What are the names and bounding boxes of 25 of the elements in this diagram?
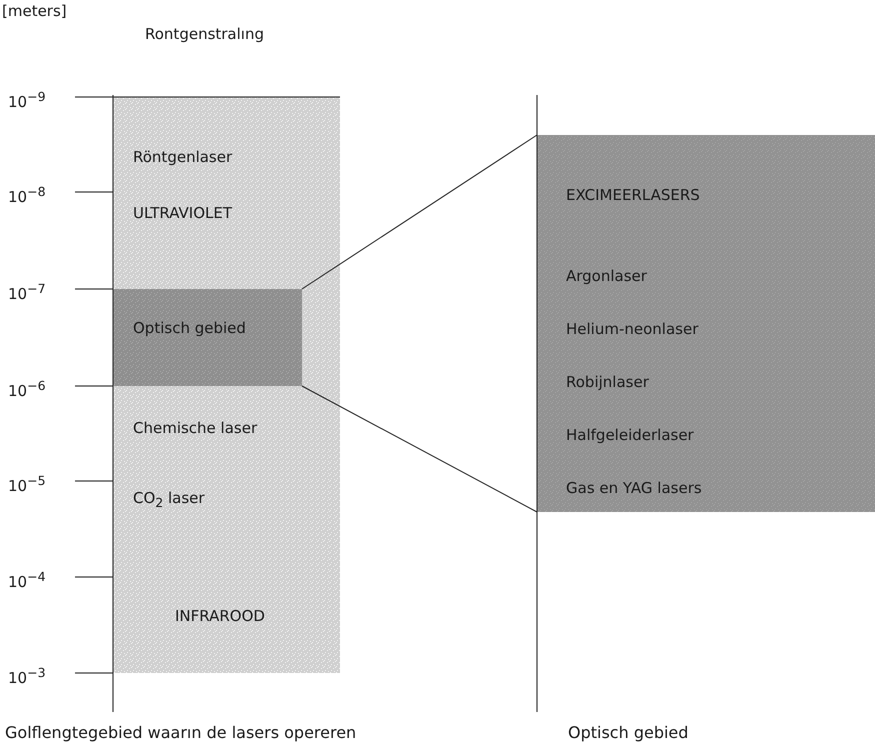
band-label: Röntgenlaser: [133, 148, 232, 166]
laser-type-label: Helium-neonlaser: [566, 320, 698, 338]
laser-type-label: EXCIMEERLASERS: [566, 186, 700, 204]
zoom-line: [302, 386, 538, 512]
zoom-line: [302, 134, 538, 290]
unit-label: [meters]: [2, 2, 67, 20]
laser-type-label: Gas en YAG lasers: [566, 479, 702, 497]
tick-label: 10$^{−7}$: [8, 280, 46, 303]
laser-type-label: Argonlaser: [566, 267, 647, 285]
tick-label: 10$^{−9}$: [8, 88, 46, 111]
band-label: Chemische laser: [133, 419, 258, 437]
band-label: CO$_{2}$ laser: [133, 489, 205, 512]
tick-label: 10$^{−8}$: [8, 183, 46, 206]
laser-type-label: Halfgeleiderlaser: [566, 426, 694, 444]
laser-type-label: Robijnlaser: [566, 373, 649, 391]
region-label: Rontgenstralıng: [145, 25, 264, 43]
axis-caption: Optisch gebied: [568, 724, 688, 742]
band-label: INFRAROOD: [175, 607, 265, 625]
tick-label: 10$^{−5}$: [8, 472, 46, 495]
tick-label: 10$^{−3}$: [8, 664, 46, 687]
region-label: Optisch gebied: [133, 319, 246, 337]
tick-label: 10$^{−6}$: [8, 377, 46, 400]
tick-label: 10$^{−4}$: [8, 568, 46, 591]
band-label: ULTRAVIOLET: [133, 204, 232, 222]
axis-caption: Golflengtegebied waarın de lasers opereren: [5, 724, 356, 742]
